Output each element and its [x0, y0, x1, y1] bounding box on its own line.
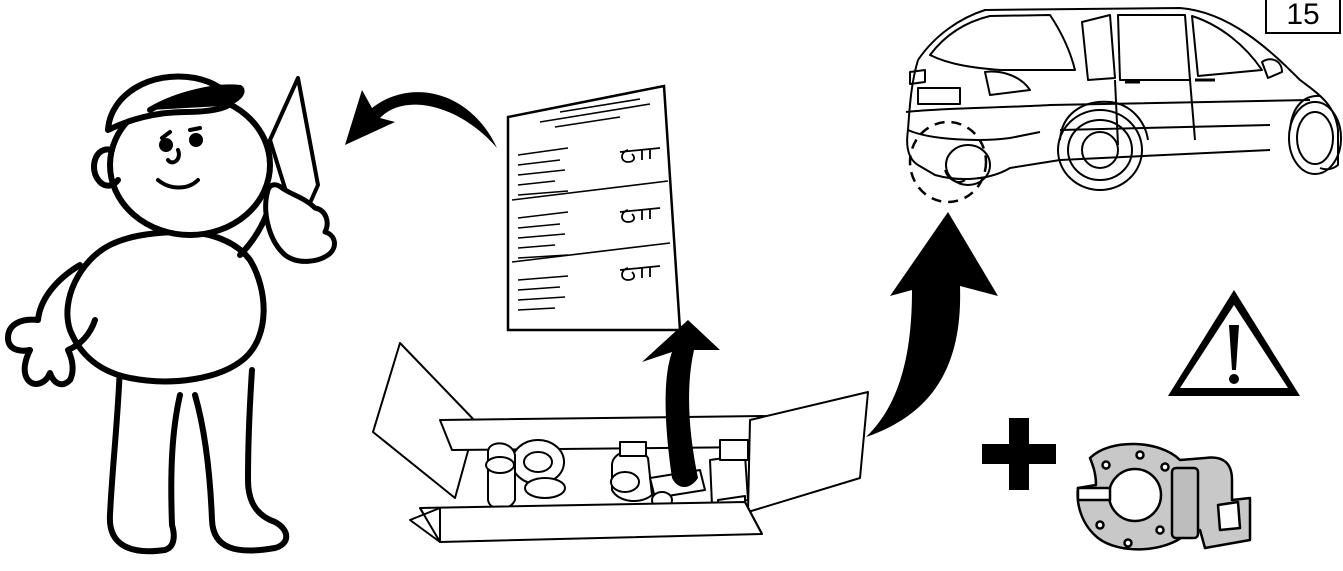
box-flap-left — [372, 342, 477, 499]
technician-right-hand — [263, 182, 337, 264]
towbar-location-marker — [908, 120, 988, 204]
technician-pupil-left — [159, 138, 173, 152]
car-bumper — [907, 129, 1041, 141]
box-flap-right — [747, 391, 869, 513]
car-front-wheel — [1288, 94, 1342, 175]
car-side-window-middle — [1117, 14, 1191, 81]
page-number-box: 15 — [1265, 0, 1341, 34]
car-rear-view — [905, 7, 1342, 204]
technician-eye-right — [188, 126, 202, 132]
car-body — [906, 7, 1339, 180]
arrow-box-to-manual — [642, 320, 720, 487]
car-side-window-front — [1191, 15, 1263, 77]
box-back-wall — [439, 415, 769, 451]
technician-pupil-right — [189, 133, 203, 147]
car-rear-wheel — [1057, 100, 1149, 191]
car-wheel-left-rear — [944, 144, 991, 186]
technician-body — [64, 228, 267, 385]
instruction-manual — [506, 84, 682, 332]
manual-towbar-icons — [619, 147, 661, 281]
box-bottom-flap — [409, 507, 441, 543]
technician-eye-left — [160, 130, 172, 140]
technician-nose — [166, 148, 181, 165]
box-front-wall — [419, 501, 763, 543]
car-license-plate — [917, 87, 961, 105]
arrow-to-technician — [345, 90, 497, 148]
socket-mounting-bracket — [1076, 442, 1252, 551]
car-mirror — [1261, 58, 1283, 79]
plus-icon — [982, 418, 1056, 490]
technician-left-arm — [5, 262, 98, 388]
technician-mouth — [156, 178, 200, 190]
warning-triangle-icon — [1168, 290, 1300, 396]
page-number: 15 — [1286, 0, 1320, 31]
technician-cap-brim — [147, 84, 245, 113]
arrow-box-to-car — [866, 212, 998, 437]
technician-figure — [5, 73, 337, 555]
car-side-window-rear — [1081, 14, 1116, 81]
car-tail-light — [984, 70, 1031, 96]
open-parts-box — [372, 342, 869, 543]
box-parts — [485, 439, 749, 516]
technician-legs — [106, 362, 290, 555]
car-rear-window — [929, 14, 1076, 71]
technician-ear — [91, 146, 121, 189]
